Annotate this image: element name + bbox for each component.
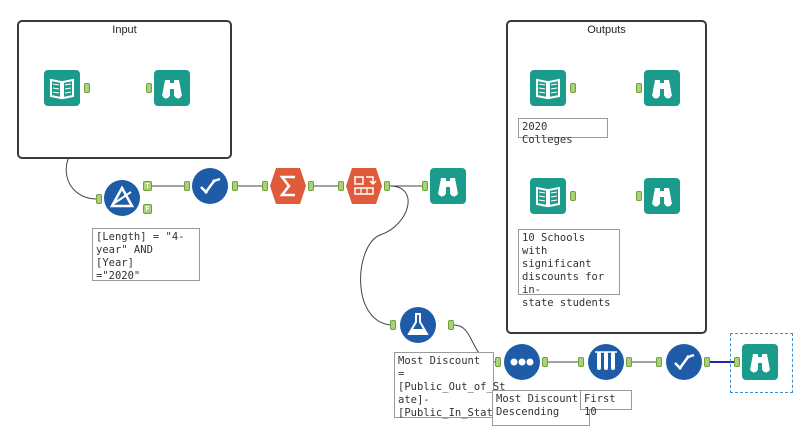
- input-anchor[interactable]: [390, 320, 396, 330]
- check-icon: [192, 168, 228, 204]
- sort-tool[interactable]: [504, 344, 540, 380]
- sigma-icon: [270, 168, 306, 204]
- binoculars-icon: [644, 70, 680, 106]
- input-anchor[interactable]: [184, 181, 190, 191]
- sample-tool[interactable]: [588, 344, 624, 380]
- input-anchor[interactable]: [262, 181, 268, 191]
- summarize-tool[interactable]: [270, 168, 306, 204]
- output-data-tool[interactable]: [530, 178, 566, 214]
- input-anchor[interactable]: [96, 194, 102, 204]
- filter-false-anchor[interactable]: F: [143, 204, 152, 214]
- true-label: T: [145, 182, 150, 190]
- output-anchor[interactable]: [308, 181, 314, 191]
- output-anchor[interactable]: [570, 83, 576, 93]
- crosstab-tool[interactable]: [346, 168, 382, 204]
- crosstab-icon: [346, 168, 382, 204]
- output-anchor[interactable]: [570, 191, 576, 201]
- formula-tool[interactable]: [400, 307, 436, 343]
- filter-tool[interactable]: [104, 180, 140, 216]
- output-anchor[interactable]: [232, 181, 238, 191]
- browse-tool[interactable]: [644, 178, 680, 214]
- binoculars-icon: [644, 178, 680, 214]
- filter-true-anchor[interactable]: T: [143, 181, 152, 191]
- browse-tool[interactable]: [154, 70, 190, 106]
- binoculars-icon: [742, 344, 778, 380]
- dots-icon: [504, 344, 540, 380]
- selected-tool-frame[interactable]: [730, 333, 793, 393]
- select-tool[interactable]: [666, 344, 702, 380]
- output-anchor[interactable]: [84, 83, 90, 93]
- check-icon: [666, 344, 702, 380]
- input-data-tool[interactable]: [44, 70, 80, 106]
- binoculars-icon: [154, 70, 190, 106]
- output-data-tool[interactable]: [530, 70, 566, 106]
- formula-annotation: Most Discount = [Public_Out_of_St ate]- …: [394, 352, 505, 419]
- input-anchor[interactable]: [578, 357, 584, 367]
- output-annotation: 10 Schools with significant discounts fo…: [518, 229, 620, 309]
- book-icon: [44, 70, 80, 106]
- select-tool[interactable]: [192, 168, 228, 204]
- test-tubes-icon: [588, 344, 624, 380]
- flask-icon: [400, 307, 436, 343]
- input-anchor[interactable]: [146, 83, 152, 93]
- filter-triangle-icon: [104, 180, 140, 216]
- input-anchor[interactable]: [636, 83, 642, 93]
- sort-annotation: Most Discount Descending: [492, 390, 590, 426]
- book-icon: [530, 178, 566, 214]
- browse-tool[interactable]: [430, 168, 466, 204]
- false-label: F: [145, 205, 150, 213]
- browse-tool[interactable]: [644, 70, 680, 106]
- output-anchor[interactable]: [384, 181, 390, 191]
- filter-annotation: [Length] = "4- year" AND [Year] ="2020": [92, 228, 200, 282]
- input-anchor[interactable]: [338, 181, 344, 191]
- output-anchor[interactable]: [704, 357, 710, 367]
- browse-tool[interactable]: [742, 344, 778, 380]
- output-anchor[interactable]: [626, 357, 632, 367]
- input-anchor[interactable]: [422, 181, 428, 191]
- sample-annotation: First 10: [580, 390, 632, 418]
- input-anchor[interactable]: [495, 357, 501, 367]
- output-anchor[interactable]: [448, 320, 454, 330]
- input-anchor[interactable]: [656, 357, 662, 367]
- output-annotation: 2020 Colleges: [518, 118, 608, 146]
- book-icon: [530, 70, 566, 106]
- input-anchor[interactable]: [636, 191, 642, 201]
- output-anchor[interactable]: [542, 357, 548, 367]
- container-title: Input: [112, 24, 137, 36]
- container-title: Outputs: [587, 24, 626, 36]
- binoculars-icon: [430, 168, 466, 204]
- input-anchor[interactable]: [734, 357, 740, 367]
